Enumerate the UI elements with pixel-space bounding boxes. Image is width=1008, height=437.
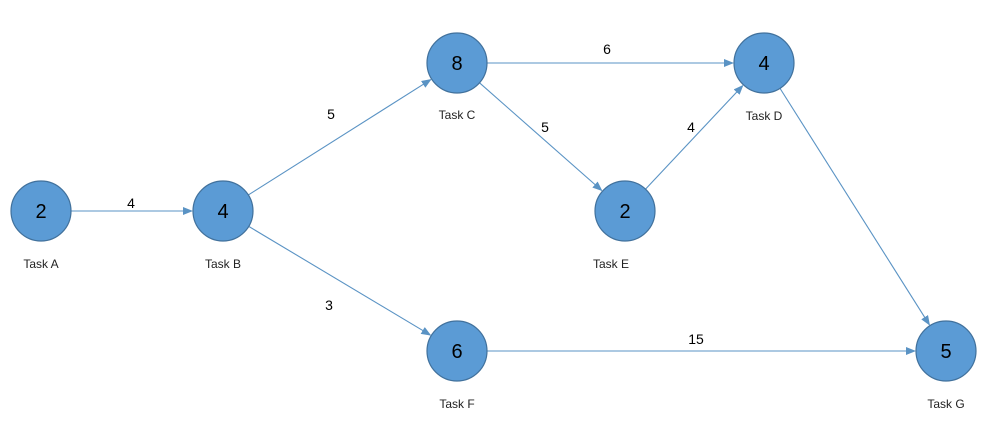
node-duration-value: 4 xyxy=(758,53,769,75)
edge-b-to-f-arrow xyxy=(248,225,432,336)
node-duration-value: 5 xyxy=(940,341,951,363)
node-circle xyxy=(192,180,254,242)
node-circle xyxy=(426,32,488,94)
node-task-label: Task C xyxy=(439,108,476,122)
edge-b-to-c-arrow xyxy=(248,79,432,196)
node-duration-value: 8 xyxy=(451,53,462,75)
node-task-label: Task D xyxy=(746,109,783,123)
node-task-label: Task E xyxy=(593,257,629,271)
node-circle xyxy=(10,180,72,242)
edge-b-to-f-weight: 3 xyxy=(325,297,333,313)
node-duration-value: 2 xyxy=(619,201,630,223)
edge-c-to-e-weight: 5 xyxy=(541,119,549,135)
edges-layer: 4 5 3 6 5 4 15 xyxy=(71,41,930,355)
node-task-label: Task G xyxy=(927,397,964,411)
edge-f-to-g-weight: 15 xyxy=(688,331,704,347)
node-task-label: Task F xyxy=(439,397,474,411)
node-task-label: Task B xyxy=(205,257,241,271)
edge-c-to-d-weight: 6 xyxy=(603,41,611,57)
edge-e-to-d-arrow xyxy=(645,84,744,190)
edge-c-to-e-arrow xyxy=(479,82,603,192)
node-duration-value: 4 xyxy=(217,201,228,223)
edge-b-to-c-weight: 5 xyxy=(327,106,335,122)
node-task-label: Task A xyxy=(23,257,58,271)
edge-e-to-d-weight: 4 xyxy=(687,119,695,135)
node-circle xyxy=(594,180,656,242)
node-duration-value: 2 xyxy=(35,201,46,223)
node-duration-value: 6 xyxy=(451,341,462,363)
edge-a-to-b-weight: 4 xyxy=(127,195,135,211)
node-circle xyxy=(915,320,977,382)
node-circle xyxy=(733,32,795,94)
node-circle xyxy=(426,320,488,382)
edge-d-to-g-arrow xyxy=(779,88,930,326)
